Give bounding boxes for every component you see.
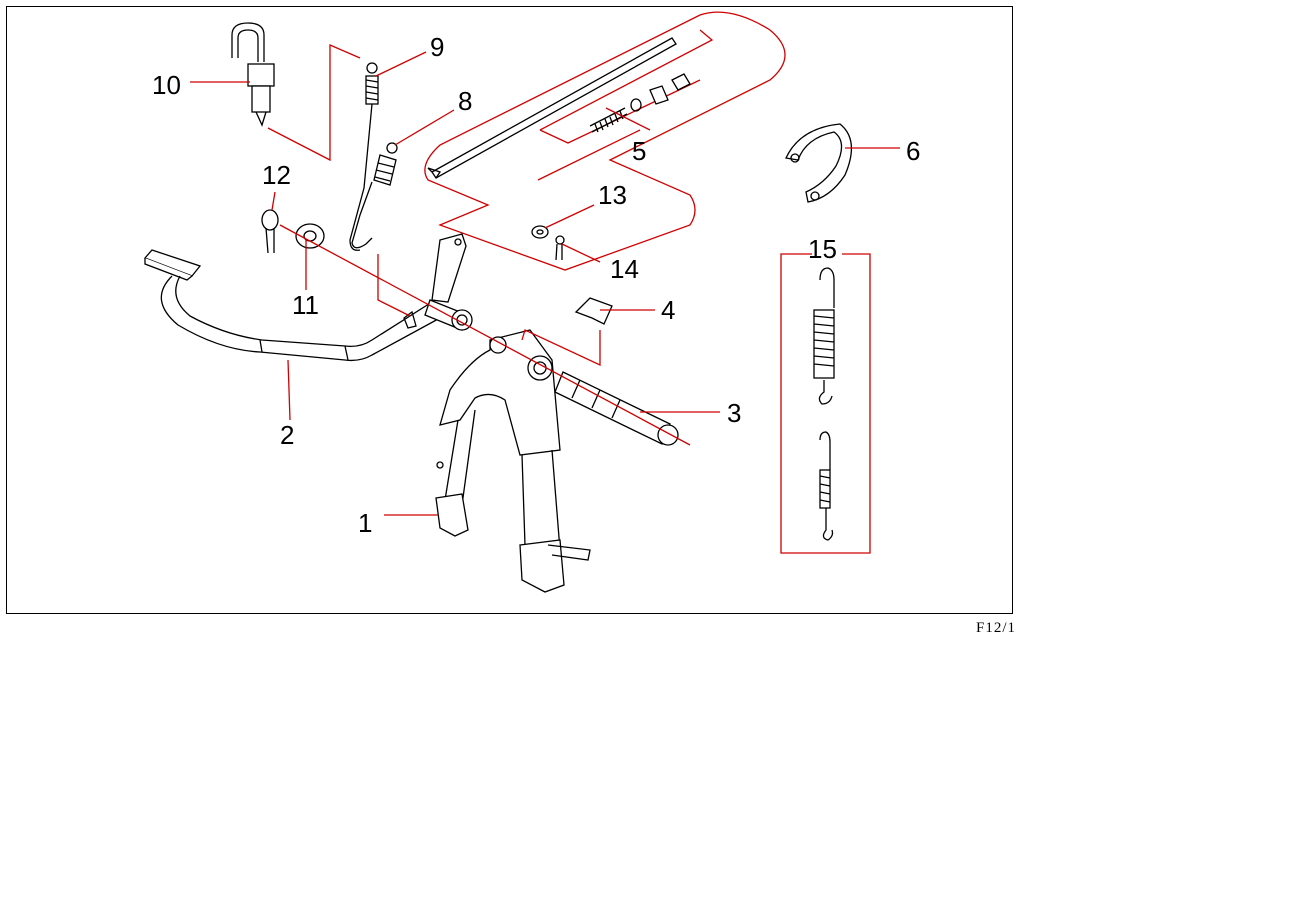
part-8-spring: [351, 142, 398, 249]
part-pedal-pivot: [403, 233, 473, 331]
part-4-clip: [574, 297, 613, 325]
callout-12: 12: [262, 160, 291, 190]
group-5-outline: [424, 11, 786, 271]
part-2-pedal: [143, 249, 441, 362]
group-15-bracket: [780, 253, 871, 554]
callout-13: 13: [598, 180, 627, 210]
part-13-washer: [531, 225, 549, 239]
callout-9: 9: [430, 32, 444, 62]
part-1-main-stand: [435, 329, 591, 593]
group-5-inner: [539, 29, 714, 131]
part-6-circlip: [785, 123, 852, 203]
callout-15: 15: [808, 234, 837, 264]
diagram-frame: [6, 6, 1013, 614]
callout-2: 2: [280, 420, 294, 450]
callout-11: 11: [292, 290, 319, 320]
part-12-split-pin: [261, 209, 279, 254]
figure-reference: F12/1: [976, 620, 1017, 636]
part-5-rod: [427, 37, 691, 179]
callout-4: 4: [661, 295, 675, 325]
callout-1: 1: [358, 508, 372, 538]
part-15-springs: [813, 267, 835, 541]
callout-3: 3: [727, 398, 741, 428]
part-9-spring: [349, 62, 379, 251]
callout-10: 10: [152, 70, 181, 100]
part-14-pin: [555, 235, 565, 261]
part-3-shaft: [554, 371, 679, 446]
callout-8: 8: [458, 86, 472, 116]
callout-14: 14: [610, 254, 639, 284]
part-10-cable-fitting: [231, 22, 275, 127]
callout-6: 6: [906, 136, 920, 166]
callout-5: 5: [632, 136, 646, 166]
